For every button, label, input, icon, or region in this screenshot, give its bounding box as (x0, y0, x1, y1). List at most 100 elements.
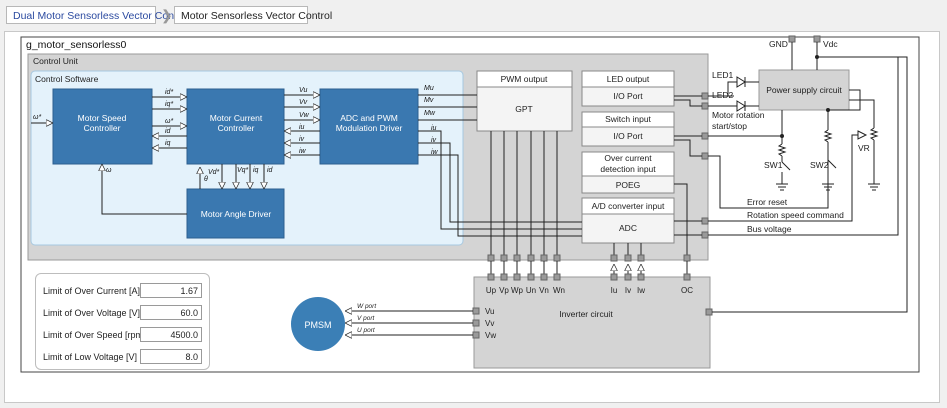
pin-vn: Vn (539, 286, 549, 295)
sig-iv-r: iv (431, 137, 437, 144)
sig-theta: θ (204, 176, 208, 183)
over-current-box[interactable] (581, 151, 675, 177)
pmsm-label: PMSM (305, 320, 332, 330)
sig-iq: iq (165, 140, 171, 147)
switch-io-label: I/O Port (613, 131, 643, 141)
adc-pwm-driver-label-1: ADC and PWM (340, 113, 398, 123)
pin-wp: Wp (511, 286, 524, 295)
sig-vd-ref: Vd* (208, 169, 220, 176)
limit-over-current-input[interactable] (140, 283, 202, 298)
limit-over-voltage-input[interactable] (140, 305, 202, 320)
motor-rotation-label-1: Motor rotation (712, 110, 765, 120)
gpt-label: GPT (515, 104, 532, 114)
control-unit-label: Control Unit (33, 56, 79, 66)
sig-iq-b: iq (253, 167, 259, 174)
pmsm-motor[interactable] (291, 297, 345, 351)
limit-low-voltage-input[interactable] (140, 349, 202, 364)
limit-low-voltage-label: Limit of Low Voltage [V] (43, 352, 138, 362)
motor-speed-controller-label-2: Controller (84, 123, 121, 133)
adc-pwm-driver[interactable] (319, 88, 419, 165)
sig-omega: ω (106, 167, 112, 174)
limit-over-speed-row: Limit of Over Speed [rpm] (43, 327, 208, 343)
sig-vq-ref: Vq* (237, 167, 249, 174)
motor-speed-controller-label-1: Motor Speed (78, 113, 127, 123)
control-software-label: Control Software (35, 74, 99, 84)
pin-wn: Wn (553, 286, 565, 295)
motor-current-controller-label-1: Motor Current (210, 113, 263, 123)
limit-over-current-row: Limit of Over Current [A] (43, 283, 208, 299)
power-supply-label: Power supply circuit (766, 85, 842, 95)
breadcrumb-current: Motor Sensorless Vector Control (174, 6, 332, 24)
limits-panel: Limit of Over Current [A] Limit of Over … (35, 273, 210, 370)
motor-current-controller-label-2: Controller (218, 123, 255, 133)
switch-input-label: Switch input (605, 114, 651, 124)
inverter-circuit[interactable] (473, 276, 711, 369)
pin-oc: OC (681, 286, 693, 295)
power-supply-circuit[interactable] (758, 69, 850, 111)
sig-id-ref: id* (165, 89, 173, 96)
motor-speed-controller[interactable] (52, 88, 153, 165)
sig-id-b: id (267, 167, 274, 174)
sig-vv: Vv (299, 99, 308, 106)
motor-port-w: W port (357, 303, 377, 310)
led-output-label: LED output (607, 74, 650, 84)
sw2-label: SW2 (810, 160, 829, 170)
bus-voltage-label: Bus voltage (747, 224, 792, 234)
gnd-label: GND (769, 39, 788, 49)
gpt-box[interactable] (476, 86, 573, 132)
ad-input-label: A/D converter input (592, 201, 665, 211)
limit-over-voltage-label: Limit of Over Voltage [V] (43, 308, 141, 318)
rotation-speed-label: Rotation speed command (747, 210, 844, 220)
led1-label: LED1 (712, 70, 734, 80)
module-title: g_motor_sensorless0 (26, 39, 127, 51)
inv-out-vv: Vv (485, 319, 494, 328)
sig-iw-r: iw (431, 149, 439, 156)
sig-vw: Vw (299, 112, 310, 119)
sig-iu: iu (299, 124, 305, 131)
pwm-output-label: PWM output (501, 74, 548, 84)
breadcrumb-parent-link[interactable]: Dual Motor Sensorless Vector Control (6, 6, 189, 24)
sw1-label: SW1 (764, 160, 783, 170)
pin-iu: Iu (611, 286, 618, 295)
motor-port-v: V port (357, 315, 376, 322)
limit-over-speed-label: Limit of Over Speed [rpm] (43, 330, 146, 340)
limit-over-current-label: Limit of Over Current [A] (43, 286, 141, 296)
pin-iv: Iv (625, 286, 631, 295)
over-current-label-1: Over current (604, 153, 652, 163)
adc-label: ADC (619, 223, 637, 233)
limit-over-voltage-row: Limit of Over Voltage [V] (43, 305, 208, 321)
limit-over-speed-input[interactable] (140, 327, 202, 342)
motor-current-controller[interactable] (186, 88, 285, 165)
sig-mv: Mv (424, 97, 434, 104)
inv-out-vu: Vu (485, 307, 495, 316)
sig-iu-r: iu (431, 125, 437, 132)
sig-mu: Mu (424, 85, 434, 92)
vdc-label: Vdc (823, 39, 838, 49)
led-io-label: I/O Port (613, 91, 643, 101)
vr-label: VR (858, 143, 870, 153)
motor-angle-driver-label: Motor Angle Driver (201, 209, 272, 219)
sig-mw: Mw (424, 110, 436, 117)
adc-pwm-driver-label-2: Modulation Driver (336, 123, 403, 133)
pin-up: Up (486, 286, 497, 295)
sig-iv: iv (299, 136, 305, 143)
pin-un: Un (526, 286, 536, 295)
poeg-label: POEG (616, 180, 641, 190)
sig-omega-ref2: ω* (165, 118, 173, 125)
over-current-label-2: detection input (600, 164, 656, 174)
motor-port-u: U port (357, 327, 376, 334)
sig-iq-ref: iq* (165, 101, 173, 108)
sig-iw: iw (299, 148, 307, 155)
sig-omega-ref: ω* (33, 114, 41, 121)
sig-id: id (165, 128, 172, 135)
motor-rotation-label-2: start/stop (712, 121, 747, 131)
pin-vp: Vp (499, 286, 509, 295)
limit-low-voltage-row: Limit of Low Voltage [V] (43, 349, 208, 365)
breadcrumb-chevron-icon: ❯ (161, 7, 173, 23)
inv-out-vw: Vw (485, 331, 496, 340)
pin-iw: Iw (637, 286, 645, 295)
sig-vu: Vu (299, 87, 308, 94)
led2-label: LED2 (712, 90, 734, 100)
inverter-label: Inverter circuit (559, 309, 613, 319)
error-reset-label: Error reset (747, 197, 788, 207)
